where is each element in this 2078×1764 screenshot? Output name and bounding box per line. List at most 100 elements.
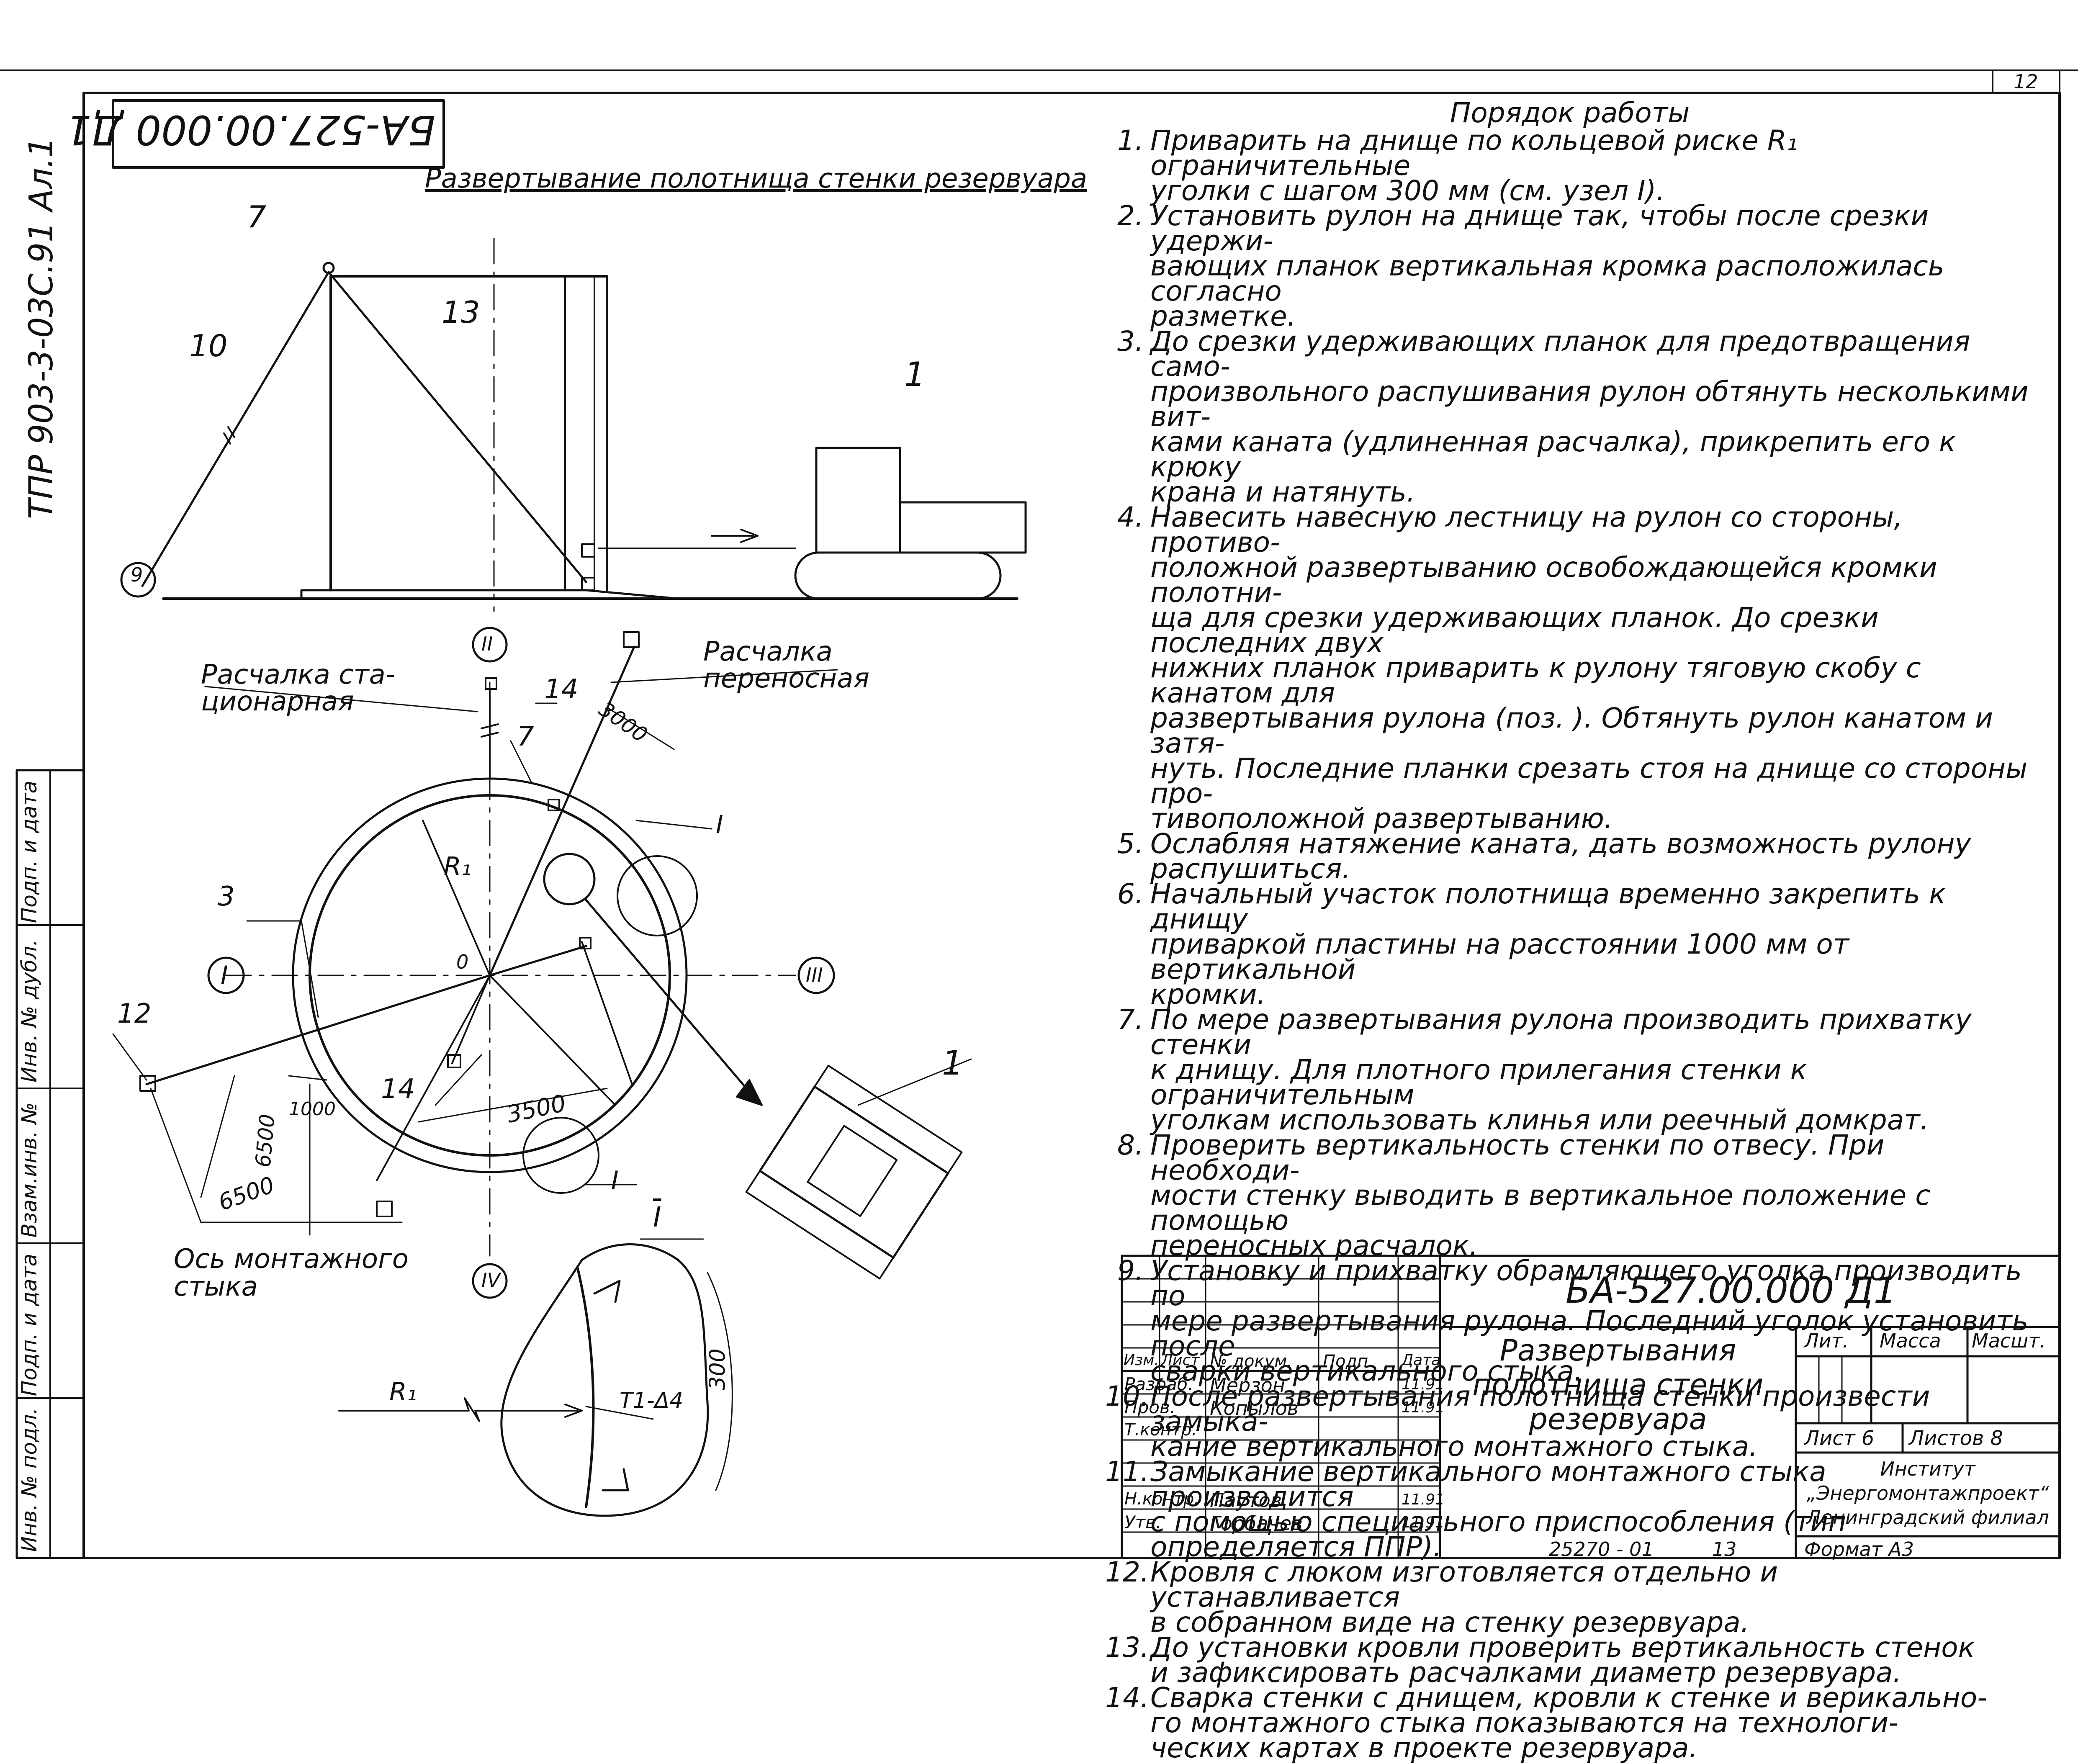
- name-checker: Копылов: [1210, 1397, 1299, 1419]
- step-number: 14.: [1105, 1682, 1149, 1714]
- callout-14-top: 14: [544, 674, 579, 705]
- step-text: До установки кровли проверить вертикальн…: [1150, 1631, 1975, 1689]
- step-text: Сварка стенки с днищем, кровли к стенке …: [1150, 1682, 1988, 1764]
- procedure-step: 9.Установку и прихватку обрамляющего уго…: [1105, 1255, 2034, 1387]
- label-joint-axis: Ось монтажного стыка: [174, 1244, 409, 1302]
- label-guy-stationary: Расчалка ста- ционарная: [201, 659, 395, 717]
- procedure-list: Порядок работы 1.Приварить на днище по к…: [1105, 99, 2034, 1764]
- step-text: Кровля с люком изготовляется отдельно и …: [1150, 1556, 1778, 1638]
- step-number: 8.: [1117, 1129, 1144, 1161]
- date-checker: 11.91: [1402, 1399, 1445, 1416]
- step-number: 11.: [1105, 1455, 1149, 1488]
- callout-14-bottom: 14: [381, 1074, 415, 1105]
- stamp-inv-dup: Инв. № дубл.: [17, 939, 41, 1083]
- step-text: Установку и прихватку обрамляющего уголк…: [1150, 1255, 2029, 1387]
- procedure-step: 5.Ослабляя натяжение каната, дать возмож…: [1105, 828, 2034, 885]
- callout-13: 13: [442, 295, 480, 330]
- procedure-step: 8.Проверить вертикальность стенки по отв…: [1105, 1129, 2034, 1262]
- role-developer: Разраб.: [1124, 1374, 1194, 1394]
- detail-view: [338, 1238, 733, 1517]
- detail-radius-label: R₁: [389, 1377, 417, 1407]
- step-text: Установить рулон на днище так, чтобы пос…: [1150, 200, 1944, 332]
- callout-7-plan: 7: [517, 721, 534, 752]
- step-text: Начальный участок полотнища временно зак…: [1150, 878, 1946, 1011]
- left-stamp-frame: [15, 769, 85, 1559]
- col-header-change: Изм.: [1124, 1352, 1159, 1369]
- date-norm-control: 11.91: [1402, 1491, 1445, 1508]
- role-norm-control: Н.контр.: [1124, 1489, 1199, 1509]
- role-approved: Утв.: [1124, 1512, 1162, 1533]
- step-text: После развертывания полотнища стенки про…: [1150, 1380, 1930, 1463]
- elevation-view: [120, 238, 1027, 612]
- drawing-title: Развертывание полотнища стенки резервуар…: [425, 163, 1088, 194]
- dim-300: 300: [705, 1348, 730, 1390]
- step-text: Замыкание вертикального монтажного стыка…: [1150, 1455, 1847, 1563]
- detail-weld-label: Т1-Δ4: [620, 1388, 684, 1413]
- procedure-step: 12.Кровля с люком изготовляется отдельно…: [1105, 1556, 2034, 1638]
- step-text: По мере развертывания рулона производить…: [1150, 1003, 1972, 1136]
- name-approved: Горбачев: [1210, 1512, 1303, 1535]
- step-text: Навесить навесную лестницу на рулон со с…: [1150, 501, 2028, 835]
- procedure-step: 13.До установки кровли проверить вертика…: [1105, 1631, 2034, 1689]
- sheets-label: Листов 8: [1909, 1427, 2003, 1450]
- dim-1000: 1000: [289, 1098, 336, 1120]
- step-text: Ослабляя натяжение каната, дать возможно…: [1150, 828, 1971, 885]
- callout-1-elevation: 1: [904, 355, 926, 394]
- axis-I-label: I: [221, 961, 228, 990]
- step-number: 7.: [1117, 1003, 1144, 1036]
- axis-II-label: II: [481, 633, 493, 655]
- mass-label: Масса: [1880, 1329, 1941, 1352]
- radius-label: R₁: [444, 852, 471, 881]
- name-norm-control: Паутов: [1210, 1489, 1282, 1512]
- axis-IV-label: IV: [481, 1269, 501, 1291]
- step-number: 9.: [1117, 1255, 1144, 1287]
- organization: Институт „Энергомонтажпроект“ Ленинградс…: [1806, 1458, 2049, 1529]
- role-checker: Пров.: [1124, 1397, 1176, 1417]
- procedure-step: 7.По мере развертывания рулона производи…: [1105, 1003, 2034, 1136]
- center-0: 0: [456, 951, 469, 973]
- node-I-bottom: I: [611, 1166, 619, 1195]
- procedure-step: 14.Сварка стенки с днищем, кровли к стен…: [1105, 1682, 2034, 1764]
- stamp-sign-date-2: Подп. и дата: [17, 780, 41, 923]
- scale-label: Масшт.: [1972, 1329, 2046, 1352]
- step-number: 12.: [1105, 1556, 1149, 1588]
- step-text: Приварить на днище по кольцевой риске R₁…: [1150, 124, 1798, 207]
- col-header-date: Дата: [1402, 1352, 1441, 1369]
- name-developer: Мерзон: [1210, 1374, 1285, 1396]
- step-number: 3.: [1117, 325, 1144, 357]
- procedure-step: 4.Навесить навесную лестницу на рулон со…: [1105, 501, 2034, 835]
- procedure-step: 3.До срезки удерживающих планок для пред…: [1105, 325, 2034, 508]
- stamp-sign-date-1: Подп. и дата: [17, 1253, 41, 1396]
- step-number: 10.: [1105, 1380, 1149, 1412]
- label-guy-portable: Расчалка переносная: [703, 636, 869, 694]
- callout-10: 10: [189, 328, 228, 363]
- lit-label: Лит.: [1804, 1329, 1849, 1352]
- callout-12: 12: [117, 998, 152, 1029]
- format-label: Формат А3: [1804, 1538, 1914, 1561]
- step-text: Проверить вертикальность стенки по отвес…: [1150, 1129, 1931, 1262]
- title-block-grid: [1121, 1255, 2061, 1559]
- date-developer: 11.91: [1402, 1376, 1445, 1393]
- role-tech-control: Т.контр.: [1124, 1420, 1197, 1440]
- dim-6500-vertical: 6500: [251, 1113, 280, 1168]
- node-I-right: I: [716, 810, 723, 839]
- procedure-step: 1.Приварить на днище по кольцевой риске …: [1105, 124, 2034, 207]
- col-header-signature: Подп.: [1323, 1352, 1374, 1371]
- sheet-label: Лист 6: [1804, 1427, 1875, 1450]
- drawing-linework: [0, 69, 2078, 1559]
- callout-7-elevation: 7: [247, 199, 266, 234]
- col-header-sheet: Лист: [1161, 1352, 1200, 1369]
- page-number: 12: [2014, 70, 2038, 93]
- callout-3: 3: [218, 881, 235, 912]
- step-text: До срезки удерживающих планок для предот…: [1150, 325, 2029, 508]
- stamp-replace-inv: Взам.инв. №: [17, 1102, 41, 1238]
- step-number: 4.: [1117, 501, 1144, 533]
- step-number: 5.: [1117, 828, 1144, 860]
- stamp-inv-orig: Инв. № подл.: [17, 1407, 41, 1552]
- procedure-step: 6.Начальный участок полотнища временно з…: [1105, 878, 2034, 1011]
- procedure-step: 2.Установить рулон на днище так, чтобы п…: [1105, 200, 2034, 332]
- callout-1-plan: 1: [942, 1044, 963, 1083]
- step-number: 6.: [1117, 878, 1144, 910]
- callout-9-winch: 9: [131, 563, 143, 586]
- date-approved: 11.91: [1402, 1514, 1445, 1531]
